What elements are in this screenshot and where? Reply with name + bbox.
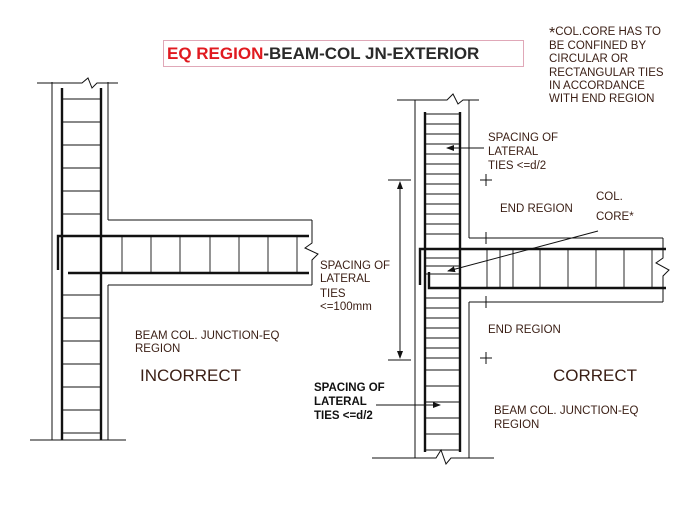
incorrect-label: INCORRECT <box>140 366 242 385</box>
left-spacing-label-3: TIES <box>320 288 346 300</box>
note-line-3: CIRCULAR OR <box>549 53 629 66</box>
note-line-2: BE CONFINED BY <box>549 40 647 53</box>
core-confinement-note: *COL.CORE HAS TO BE CONFINED BY CIRCULAR… <box>549 26 664 106</box>
left-spacing-label-2: LATERAL <box>320 273 371 285</box>
note-line-6: WITH END REGION <box>549 93 655 106</box>
note-line-5: IN ACCORDANCE <box>549 79 645 92</box>
left-spacing-label-4: <=100mm <box>320 301 372 313</box>
end-region-top-label: END REGION <box>500 203 573 215</box>
left-junction-label-1: BEAM COL. JUNCTION-EQ <box>135 330 280 342</box>
right-structure <box>372 93 670 465</box>
dimension-lines <box>376 145 599 408</box>
left-structure <box>30 77 319 441</box>
title-frame <box>163 40 524 67</box>
note-line-4: RECTANGULAR TIES <box>549 66 664 79</box>
right-junction-label-2: REGION <box>494 419 540 431</box>
right-spacing-top-1: SPACING OF <box>488 132 559 144</box>
right-spacing-bottom-1: SPACING OF <box>314 382 385 394</box>
right-spacing-top-3: TIES <=d/2 <box>488 160 547 172</box>
right-junction-label-1: BEAM COL. JUNCTION-EQ <box>494 405 639 417</box>
page-title: EQ REGION-BEAM-COL JN-EXTERIOR <box>167 44 479 63</box>
note-line-1: COL.CORE HAS TO <box>555 26 661 38</box>
title-part-eq-region: EQ REGION <box>167 44 264 63</box>
note-asterisk: * <box>549 25 556 42</box>
col-core-label-2: CORE* <box>596 211 634 223</box>
right-spacing-top-2: LATERAL <box>488 146 539 158</box>
right-spacing-bottom-2: LATERAL <box>314 396 367 408</box>
title-part-beam-col: -BEAM-COL JN-EXTERIOR <box>263 44 480 63</box>
end-region-bottom-label: END REGION <box>488 324 561 336</box>
left-junction-label-2: REGION <box>135 343 181 355</box>
right-spacing-bottom-3: TIES <=d/2 <box>314 410 373 422</box>
col-core-label-1: COL. <box>596 191 623 203</box>
correct-label: CORRECT <box>553 366 638 385</box>
left-spacing-label-1: SPACING OF <box>320 260 391 272</box>
